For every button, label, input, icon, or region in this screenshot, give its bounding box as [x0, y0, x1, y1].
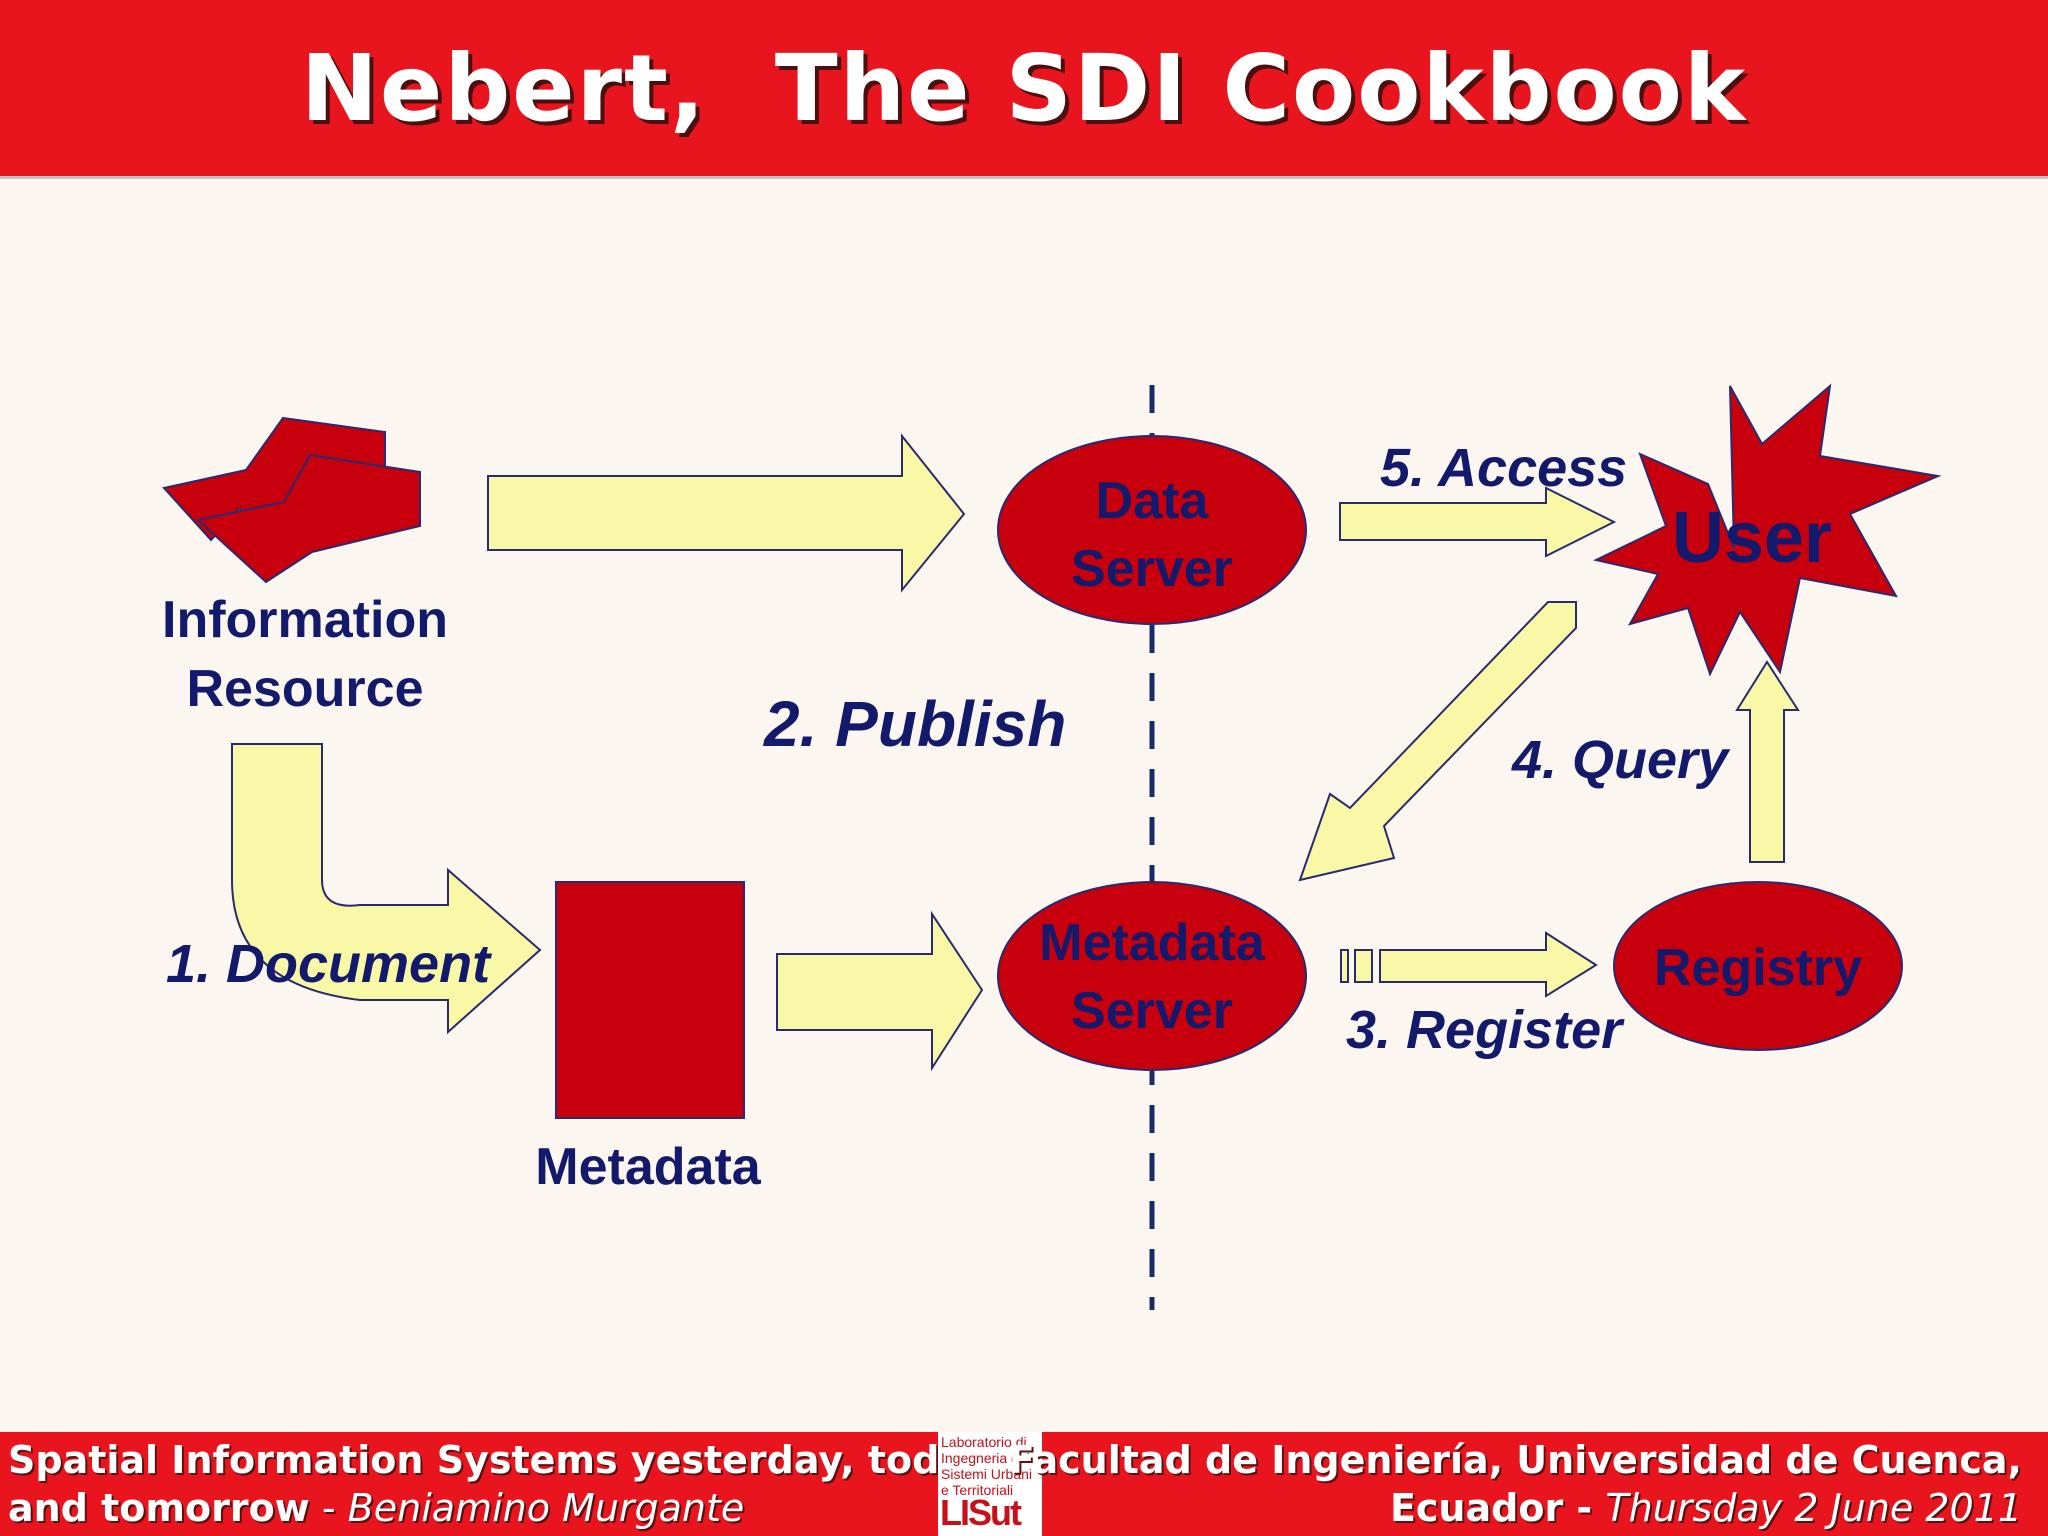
registry-node: [1613, 881, 1903, 1051]
step-register-label: 3. Register: [1346, 1000, 1625, 1060]
metadata-box: [555, 881, 745, 1119]
data-server-label-line1: Data: [1096, 472, 1210, 530]
step-document-label: 1. Document: [166, 934, 492, 994]
information-resource-layer-front: [195, 453, 421, 584]
metadata-server-label-line1: Metadata: [1039, 914, 1265, 972]
register-arrow-dash-2: [1354, 949, 1373, 983]
footer-left-line2: and tomorrow - Beniamino Murgante: [8, 1484, 989, 1532]
register-arrow-dash-1: [1340, 949, 1349, 983]
document-arrow: [231, 743, 542, 1035]
step-query-label: 4. Query: [1511, 730, 1731, 790]
information-resource-label-line1: Information: [162, 591, 448, 649]
publish-data-arrow: [487, 433, 966, 593]
slide-title: Nebert, The SDI Cookbook: [300, 34, 1748, 142]
footer-right-separator: -: [1563, 1486, 1606, 1530]
data-server-label-line2: Server: [1071, 540, 1233, 598]
footer-bar: Spatial Information Systems yesterday, t…: [0, 1432, 2048, 1536]
registry-label: Registry: [1654, 939, 1862, 997]
metadata-server-node: [997, 881, 1307, 1071]
logo-mark: LISut: [940, 1492, 1022, 1533]
data-server-node: [997, 435, 1307, 625]
metadata-label: Metadata: [535, 1138, 761, 1196]
footer-author: Beniamino Murgante: [347, 1486, 745, 1530]
sdi-diagram: Information Resource Metadata Data Serve…: [162, 383, 1942, 1310]
footer-right: Facultad de Ingeniería, Universidad de C…: [1009, 1436, 2022, 1532]
publish-metadata-arrow: [776, 910, 984, 1072]
footer-left-line1: Spatial Information Systems yesterday, t…: [8, 1438, 989, 1482]
metadata-server-label-line2: Server: [1071, 982, 1233, 1040]
step-publish-label: 2. Publish: [763, 688, 1066, 760]
footer-date: Thursday 2 June 2011: [1605, 1486, 2022, 1530]
footer-course-end: and tomorrow: [8, 1486, 310, 1530]
user-starburst: [1592, 383, 1942, 677]
footer-right-line2: Ecuador - Thursday 2 June 2011: [1009, 1484, 2022, 1532]
register-arrow: [1379, 931, 1598, 998]
query-up-arrow: [1735, 660, 1800, 863]
footer-country: Ecuador: [1389, 1486, 1564, 1530]
access-arrow: [1339, 486, 1617, 558]
footer-left: Spatial Information Systems yesterday, t…: [8, 1436, 989, 1532]
title-bar: Nebert, The SDI Cookbook: [0, 0, 2048, 179]
metadata-server-to-user-arrow: [1298, 601, 1577, 882]
information-resource-label-line2: Resource: [187, 660, 424, 718]
footer-right-line1: Facultad de Ingeniería, Universidad de C…: [1008, 1438, 2022, 1482]
footer-left-separator: -: [309, 1486, 348, 1530]
step-access-label: 5. Access: [1380, 438, 1627, 498]
user-label: User: [1672, 498, 1832, 578]
